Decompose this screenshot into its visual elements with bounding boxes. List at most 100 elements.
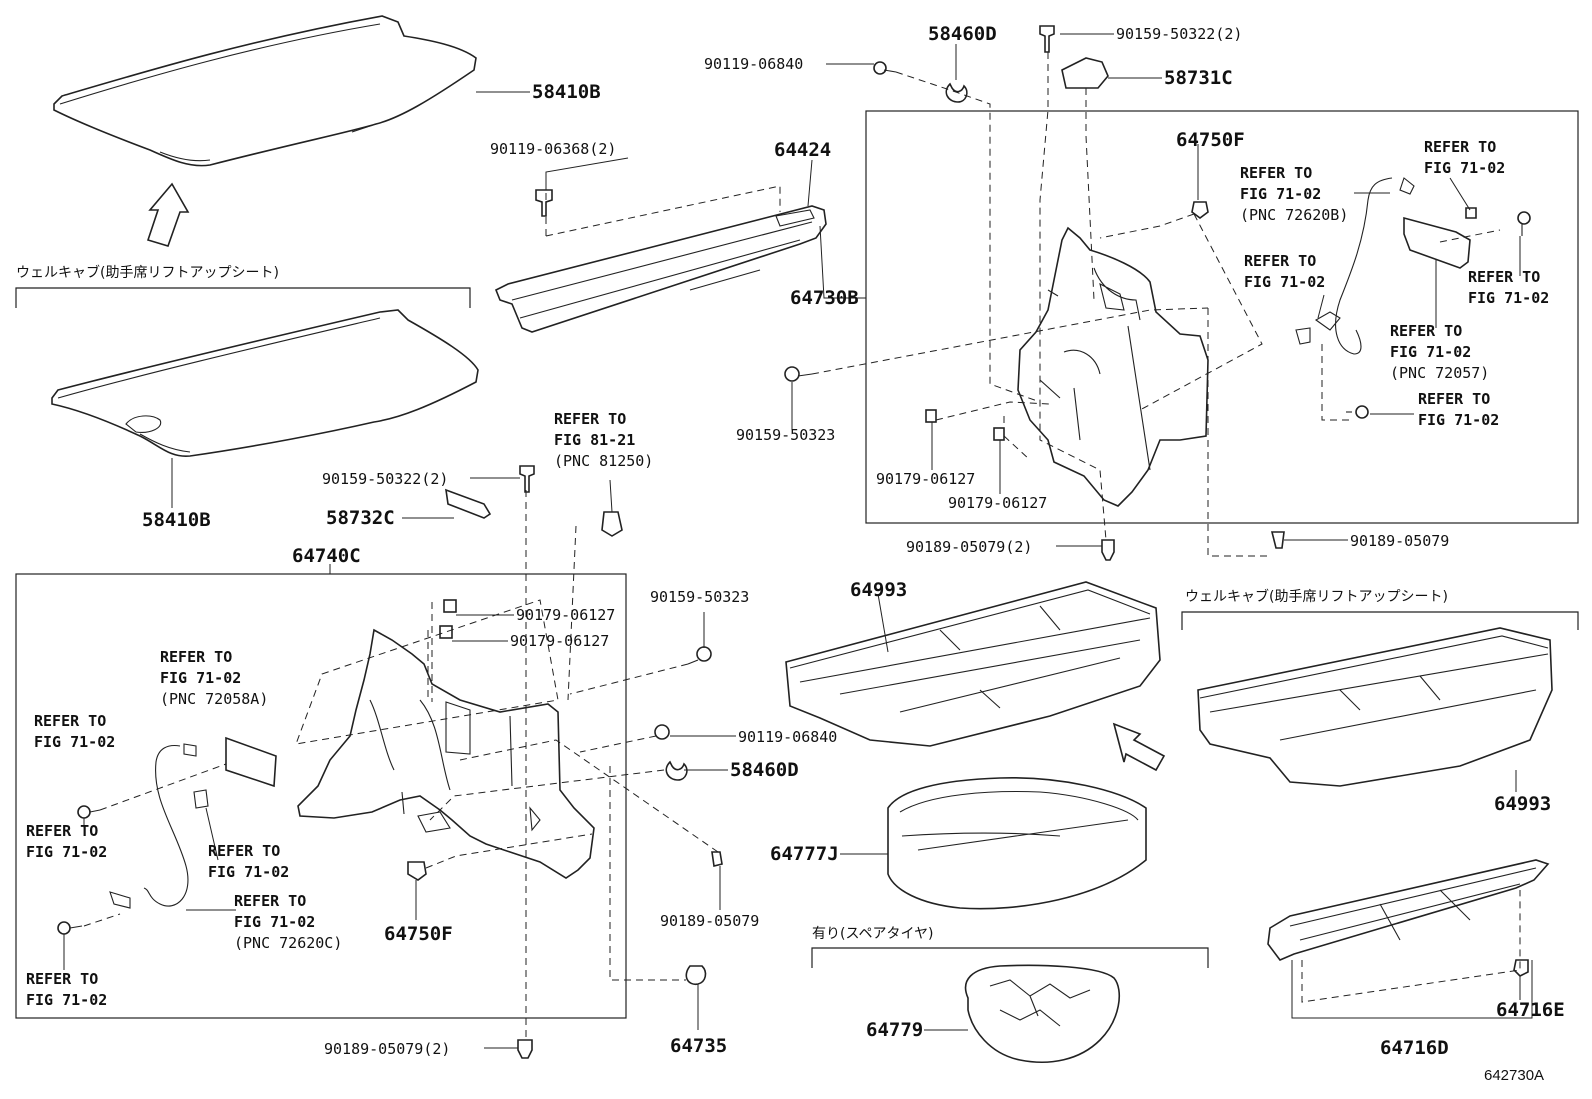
label-90179-06127-c: 90179-06127 [516, 606, 615, 624]
svg-text:REFER TO: REFER TO [1468, 268, 1540, 286]
label-90179-06127-b: 90179-06127 [948, 494, 1047, 512]
svg-text:FIG 71-02: FIG 71-02 [1390, 343, 1471, 361]
reference-note-r1: REFER TO FIG 71-02 [1424, 138, 1505, 177]
welcab-right-bracket [1181, 611, 1579, 630]
svg-text:FIG 71-02: FIG 71-02 [1240, 185, 1321, 203]
svg-text:FIG 71-02: FIG 71-02 [1424, 159, 1505, 177]
reference-note-r11: REFER TO FIG 71-02 [208, 842, 289, 881]
svg-text:(PNC 72620C): (PNC 72620C) [234, 934, 342, 952]
label-58410B-top: 58410B [532, 81, 601, 103]
svg-text:FIG 71-02: FIG 71-02 [1468, 289, 1549, 307]
svg-text:REFER TO: REFER TO [26, 822, 98, 840]
upper-right-assembly-box [865, 110, 1579, 524]
label-90119-06368: 90119-06368(2) [490, 140, 616, 158]
part-64730B-quarter-trim [1017, 226, 1209, 507]
svg-text:REFER TO: REFER TO [554, 410, 626, 428]
label-64750F-low: 64750F [384, 923, 453, 945]
svg-text:(PNC 72057): (PNC 72057) [1390, 364, 1489, 382]
label-64716E: 64716E [1496, 999, 1565, 1021]
reference-note-r4: REFER TO FIG 71-02 [1244, 252, 1325, 291]
svg-text:REFER TO: REFER TO [1418, 390, 1490, 408]
label-90179-06127-a: 90179-06127 [876, 470, 975, 488]
label-64750F-top: 64750F [1176, 129, 1245, 151]
label-90119-06840-low: 90119-06840 [738, 728, 837, 746]
label-90159-50322-mid: 90159-50322(2) [322, 470, 448, 488]
reference-note-r2: REFER TO FIG 71-02 (PNC 72620B) [1240, 164, 1348, 224]
label-90159-50322-top: 90159-50322(2) [1116, 25, 1242, 43]
svg-text:FIG 71-02: FIG 71-02 [208, 863, 289, 881]
label-90189-05079-2-bottom: 90189-05079(2) [324, 1040, 450, 1058]
arrow-up-icon [146, 182, 190, 247]
svg-text:FIG 71-02: FIG 71-02 [34, 733, 115, 751]
svg-text:FIG 81-21: FIG 81-21 [554, 431, 635, 449]
label-90189-05079-low: 90189-05079 [660, 912, 759, 930]
label-64777J: 64777J [770, 843, 839, 865]
svg-text:REFER TO: REFER TO [234, 892, 306, 910]
tonneau-cover-top [53, 15, 477, 167]
reference-note-r10: REFER TO FIG 71-02 [26, 822, 107, 861]
svg-text:FIG 71-02: FIG 71-02 [234, 913, 315, 931]
label-90159-50323-low: 90159-50323 [650, 588, 749, 606]
lower-left-assembly-box [15, 573, 627, 1019]
spare-tire-bracket [811, 947, 1209, 968]
reference-note-r8: REFER TO FIG 71-02 (PNC 72058A) [160, 648, 268, 708]
label-58460D-top: 58460D [928, 23, 997, 45]
label-90119-06840-top: 90119-06840 [704, 55, 803, 73]
svg-text:(PNC 72620B): (PNC 72620B) [1240, 206, 1348, 224]
label-64993-right: 64993 [1494, 793, 1551, 815]
part-64993-tray-left [785, 581, 1161, 747]
svg-text:FIG 71-02: FIG 71-02 [1244, 273, 1325, 291]
label-64993-left: 64993 [850, 579, 907, 601]
svg-text:FIG 71-02: FIG 71-02 [160, 669, 241, 687]
svg-text:REFER TO: REFER TO [34, 712, 106, 730]
spare-tire-label: 有り(スペアタイヤ) [812, 926, 934, 942]
label-64779: 64779 [866, 1019, 923, 1041]
part-64993-tray-right [1197, 627, 1553, 787]
reference-note-r9: REFER TO FIG 71-02 [34, 712, 115, 751]
svg-text:REFER TO: REFER TO [26, 970, 98, 988]
part-64777J-tray [887, 777, 1147, 910]
label-90189-05079-2-mid: 90189-05079(2) [906, 538, 1032, 556]
part-64740C-quarter-trim [297, 628, 595, 879]
svg-text:FIG 71-02: FIG 71-02 [26, 991, 107, 1009]
label-64716D: 64716D [1380, 1037, 1449, 1059]
reference-note-r5: REFER TO FIG 71-02 (PNC 72057) [1390, 322, 1489, 382]
svg-text:FIG 71-02: FIG 71-02 [1418, 411, 1499, 429]
svg-text:REFER TO: REFER TO [208, 842, 280, 860]
label-90189-05079-mid: 90189-05079 [1350, 532, 1449, 550]
leader-lines [63, 33, 1533, 1049]
part-64424-rail [494, 205, 827, 333]
svg-text:REFER TO: REFER TO [160, 648, 232, 666]
label-58731C: 58731C [1164, 67, 1233, 89]
label-90159-50323-mid: 90159-50323 [736, 426, 835, 444]
label-64730B: 64730B [790, 287, 859, 309]
welcab-top-bracket [15, 287, 471, 308]
welcab-right-label: ウェルキャブ(助手席リフトアップシート) [1185, 588, 1448, 605]
part-64779-spare-block [964, 964, 1121, 1063]
label-64735: 64735 [670, 1035, 727, 1057]
dashed-assembly-lines [83, 52, 1521, 1040]
svg-text:REFER TO: REFER TO [1390, 322, 1462, 340]
arrow-left-icon [1112, 722, 1166, 772]
label-64424: 64424 [774, 139, 831, 161]
reference-note-r7: REFER TO FIG 81-21 (PNC 81250) [554, 410, 653, 470]
part-64716D-sill-plate [1267, 859, 1550, 961]
svg-text:REFER TO: REFER TO [1424, 138, 1496, 156]
reference-note-r3: REFER TO FIG 71-02 [1468, 268, 1549, 307]
fastener-set [57, 25, 1531, 1059]
label-58410B-bottom: 58410B [142, 509, 211, 531]
svg-text:(PNC 81250): (PNC 81250) [554, 452, 653, 470]
svg-text:FIG 71-02: FIG 71-02 [26, 843, 107, 861]
reference-note-r6: REFER TO FIG 71-02 [1418, 390, 1499, 429]
welcab-top-label: ウェルキャブ(助手席リフトアップシート) [16, 264, 279, 281]
label-90179-06127-d: 90179-06127 [510, 632, 609, 650]
harness-upper-right [1295, 177, 1471, 355]
diagram-id: 642730A [1484, 1067, 1544, 1084]
label-64740C: 64740C [292, 545, 361, 567]
harness-lower-left [109, 736, 277, 909]
label-58460D-low: 58460D [730, 759, 799, 781]
svg-text:(PNC 72058A): (PNC 72058A) [160, 690, 268, 708]
tonneau-cover-lower [51, 309, 479, 457]
svg-text:REFER TO: REFER TO [1244, 252, 1316, 270]
reference-note-r13: REFER TO FIG 71-02 [26, 970, 107, 1009]
